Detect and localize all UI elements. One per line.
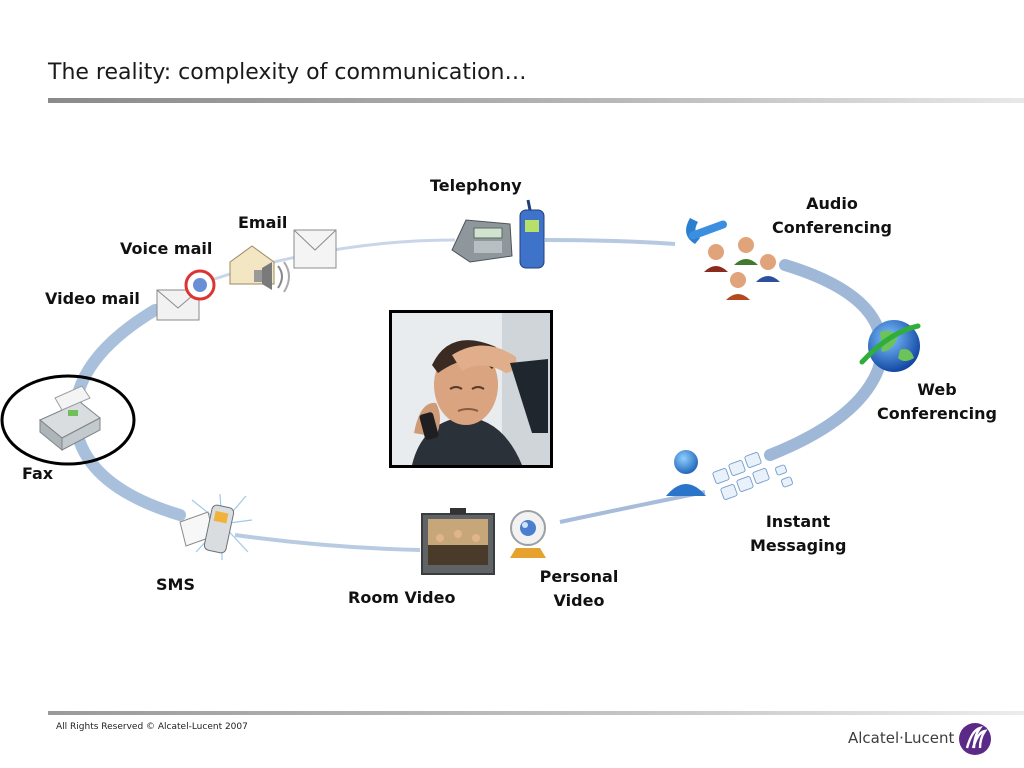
label-personal-video: Personal Video	[536, 565, 622, 613]
footer-divider	[48, 711, 1024, 715]
label-room-video: Room Video	[348, 588, 456, 607]
label-video-mail: Video mail	[45, 289, 140, 308]
label-voice-mail: Voice mail	[120, 239, 213, 258]
room-video-icon	[421, 508, 495, 575]
label-email: Email	[238, 213, 288, 232]
title-divider	[48, 98, 1024, 103]
voice-mail-icon	[229, 245, 290, 293]
label-instant-messaging-line2: Messaging	[750, 536, 847, 555]
ring-lower-right-arc	[559, 490, 706, 524]
slide-title: The reality: complexity of communication…	[48, 60, 527, 85]
instant-messaging-icon	[666, 450, 794, 500]
fax-highlight-circle	[0, 374, 136, 466]
label-audio-conferencing-line2: Conferencing	[772, 218, 892, 237]
sms-icon	[179, 493, 253, 560]
video-mail-icon	[156, 269, 216, 321]
fax-icon	[39, 385, 101, 452]
label-instant-messaging-line1: Instant	[765, 512, 831, 531]
label-instant-messaging: Instant Messaging	[750, 510, 846, 558]
ring-top-right-arc	[544, 238, 676, 246]
label-fax: Fax	[22, 464, 54, 483]
label-personal-video-line2: Video	[553, 591, 605, 610]
personal-video-icon	[510, 510, 546, 558]
label-web-conferencing-line2: Conferencing	[877, 404, 997, 423]
brand-name: Alcatel·Lucent	[848, 729, 955, 747]
audio-conferencing-icon	[686, 218, 780, 300]
ring-bottom-arc	[234, 533, 421, 552]
label-web-conferencing-line1: Web	[917, 380, 957, 399]
copyright-text: All Rights Reserved © Alcatel-Lucent 200…	[56, 722, 248, 732]
label-audio-conferencing-line1: Audio	[806, 194, 858, 213]
label-telephony: Telephony	[430, 176, 522, 195]
label-personal-video-line1: Personal	[539, 567, 619, 586]
telephony-icon	[451, 199, 545, 269]
stressed-person-photo	[389, 310, 553, 468]
stressed-person-illustration	[392, 313, 550, 465]
ring-right-arc	[764, 259, 888, 461]
email-icon	[293, 229, 337, 269]
label-audio-conferencing: Audio Conferencing	[770, 192, 894, 240]
alcatel-lucent-logo-icon	[959, 723, 991, 755]
web-conferencing-icon	[859, 320, 921, 372]
label-sms: SMS	[156, 575, 195, 594]
label-web-conferencing: Web Conferencing	[874, 378, 1000, 426]
